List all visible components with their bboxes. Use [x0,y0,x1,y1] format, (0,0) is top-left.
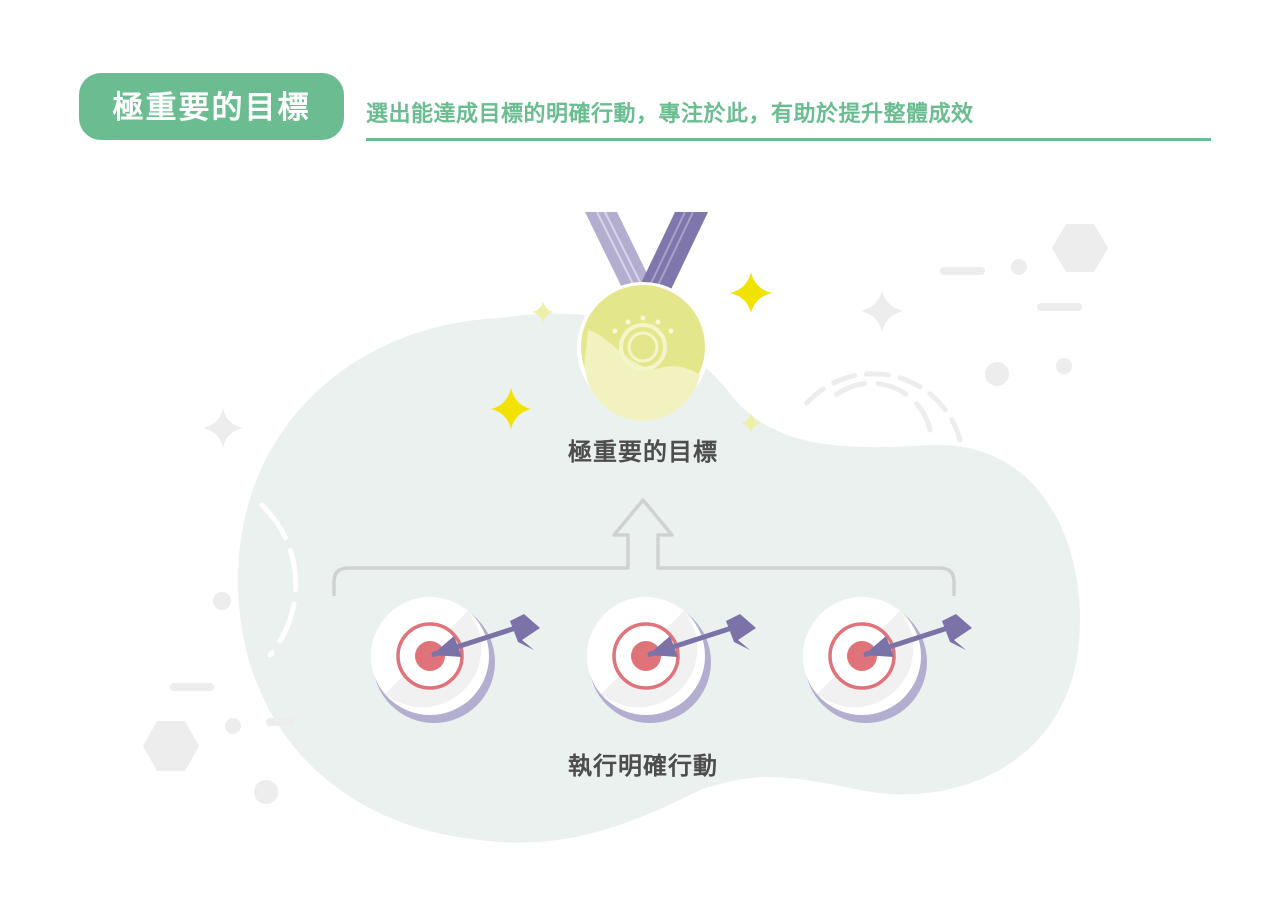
actions-label: 執行明確行動 [568,752,718,780]
ribbon-right [633,212,708,300]
page-subtitle: 選出能達成目標的明確行動，專注於此，有助於提升整體成效 [366,102,974,127]
medal-icon [577,211,709,421]
target-arrow-icon [371,597,540,723]
sparkle-gray-icon [203,408,243,448]
hexagon-shape [143,721,199,771]
decorative-dots [143,224,1108,804]
sparkle-icon [532,301,554,323]
decorations [170,267,1082,726]
target-arrow-icon [803,597,972,723]
target-arrow-icon [587,597,756,723]
connector-bracket [332,498,956,596]
sparkle-gray-icon [861,290,903,332]
goal-label: 極重要的目標 [568,438,718,466]
hexagon-shape [1052,224,1108,272]
ribbon-left [585,212,660,300]
sparkle-icon [730,272,772,313]
subtitle-underline [366,138,1211,141]
sparkles [491,272,772,433]
sparkle-icon [491,388,531,429]
sparkle-icon [741,413,761,433]
deco-ring-left [259,502,299,658]
page-title: 極重要的目標 [79,73,344,140]
deco-ring-right-inner [827,380,933,433]
